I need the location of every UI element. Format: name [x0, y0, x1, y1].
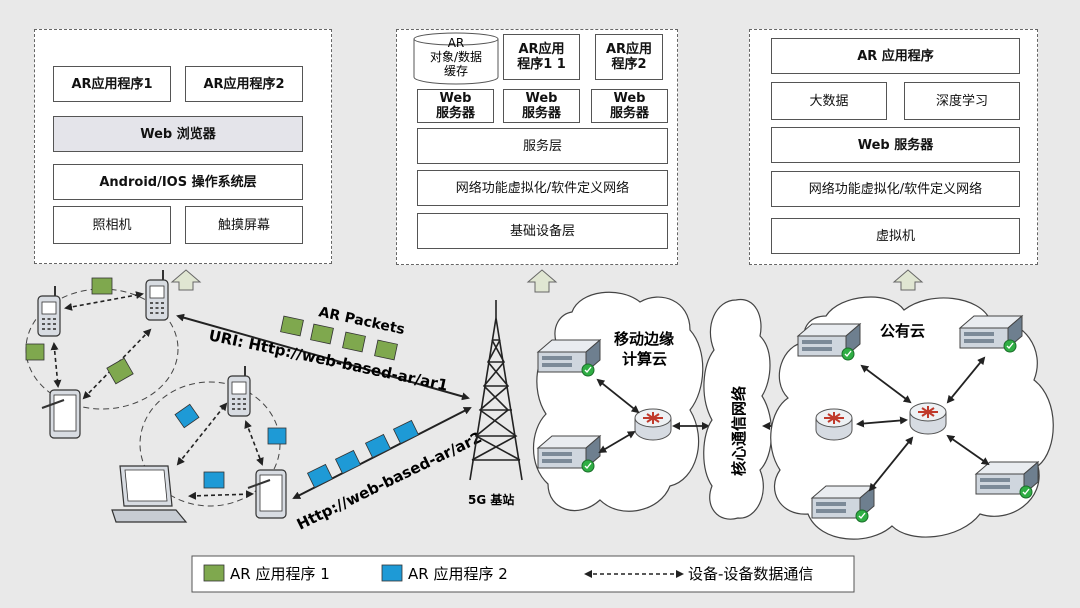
core-network-label: 核心通信网络	[730, 386, 748, 476]
phone-icon	[145, 269, 169, 321]
d2d-link	[64, 291, 144, 311]
ar-app1-box: AR应用 程序1 1	[503, 34, 580, 80]
web-browser-box: Web 浏览器	[53, 116, 303, 152]
d2d-link	[188, 490, 254, 500]
router-icon	[634, 408, 672, 441]
web-server-box-2: Web 服务器	[503, 89, 580, 123]
phone-icon	[227, 365, 251, 417]
ar-cache-label: AR 对象/数据 缓存	[429, 36, 483, 78]
web-server-box-1: Web 服务器	[417, 89, 494, 123]
server-icon	[537, 339, 601, 377]
link	[598, 430, 636, 454]
legend-item2: AR 应用程序 2	[408, 565, 508, 583]
server-icon	[797, 323, 861, 361]
server-icon	[975, 461, 1039, 499]
os-layer-box: Android/IOS 操作系统层	[53, 164, 303, 200]
vm-box: 虚拟机	[771, 218, 1020, 254]
d2d-link	[82, 328, 152, 400]
uri1-link	[176, 313, 470, 401]
ar-packets-app2	[306, 419, 420, 489]
legend-swatch-app2	[381, 564, 403, 582]
cloud-server-panel: AR 应用程序 大数据 深度学习 Web 服务器 网络功能虚拟化/软件定义网络 …	[749, 29, 1038, 265]
legend-frame	[191, 555, 855, 593]
link	[596, 378, 640, 414]
service-layer-box: 服务层	[417, 128, 668, 164]
base-station-label: 5G 基站	[468, 492, 514, 507]
link	[946, 356, 986, 404]
ar-app1-packet-icons	[25, 277, 134, 385]
d2d-link	[244, 420, 264, 466]
base-station-icon	[469, 300, 523, 481]
ar-app2-packet-icons	[174, 403, 287, 489]
web-server-box: Web 服务器	[771, 127, 1020, 163]
camera-box: 照相机	[53, 206, 171, 244]
ar-app1-box: AR应用程序1	[53, 66, 171, 102]
laptop-icon	[111, 465, 188, 523]
server-icon	[811, 485, 875, 523]
nfv-sdn-box: 网络功能虚拟化/软件定义网络	[417, 170, 668, 206]
ar-app2-box: AR应用 程序2	[595, 34, 663, 80]
d2d-link	[176, 402, 228, 466]
up-arrow-right	[892, 269, 924, 291]
edge-cloud-label: 计算云	[622, 350, 667, 368]
deep-learning-box: 深度学习	[904, 82, 1020, 120]
ar-app2-box: AR应用程序2	[185, 66, 303, 102]
core-network-shape	[703, 299, 773, 520]
d2d-link	[50, 342, 62, 388]
link	[856, 416, 908, 428]
link	[946, 434, 990, 466]
tablet-icon	[41, 389, 81, 439]
legend-item3: 设备-设备数据通信	[688, 565, 813, 583]
link	[868, 436, 914, 492]
link	[860, 364, 912, 404]
up-arrow-middle	[526, 269, 558, 293]
infra-layer-box: 基础设备层	[417, 213, 668, 249]
legend-item1: AR 应用程序 1	[230, 565, 330, 583]
device-stack-panel: AR应用程序1 AR应用程序2 Web 浏览器 Android/IOS 操作系统…	[34, 29, 332, 264]
phone-icon	[37, 285, 61, 337]
web-server-box-3: Web 服务器	[591, 89, 668, 123]
legend-swatch-app1	[203, 564, 225, 582]
touchscreen-box: 触摸屏幕	[185, 206, 303, 244]
ar-app-box: AR 应用程序	[771, 38, 1020, 74]
big-data-box: 大数据	[771, 82, 887, 120]
edge-server-panel: Web 服务器 Web 服务器 Web 服务器 AR应用 程序1 1 AR应用 …	[396, 29, 678, 265]
server-icon	[537, 435, 601, 473]
edge-cloud-shape	[532, 291, 704, 512]
edge-cloud-label: 移动边缘	[614, 330, 674, 348]
server-icon	[959, 315, 1023, 353]
up-arrow-left	[170, 269, 202, 291]
tablet-icon	[247, 469, 287, 519]
router-icon	[909, 402, 947, 435]
nfv-sdn-box: 网络功能虚拟化/软件定义网络	[771, 171, 1020, 207]
public-cloud-label: 公有云	[880, 322, 925, 340]
ar-cache-cylinder	[413, 32, 499, 85]
router-icon	[815, 408, 853, 441]
